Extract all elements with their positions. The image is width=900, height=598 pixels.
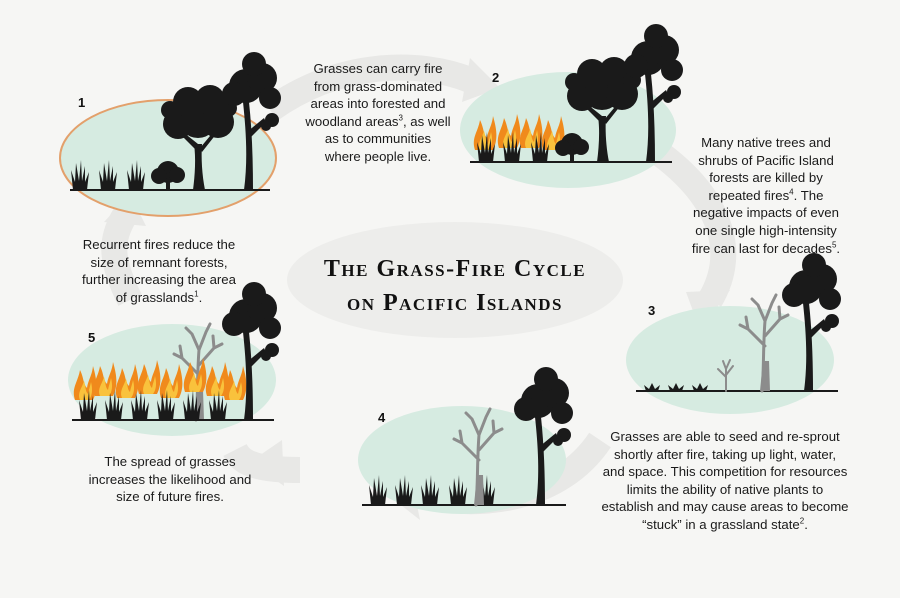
text-line: as to communities [324,131,432,147]
citation-superscript: 2 [799,516,805,526]
text-line: Many native trees and [701,135,831,150]
step-number-5: 5 [88,330,96,345]
text-line: size of future fires. [116,489,224,505]
title-line-1: The Grass-Fire Cycle [323,256,587,282]
title-backdrop [287,222,623,338]
step-number-3: 3 [648,303,656,318]
text-line: shrubs of Pacific Island [698,152,834,168]
scene-3 [626,253,841,414]
text-line: repeated fires4. The [668,187,864,205]
text-native-trees-killed: Many native trees and shrubs of Pacific … [668,134,864,257]
citation-superscript: 4 [789,187,794,197]
text-line: The spread of grasses [104,454,236,469]
text-fragment: , as well [402,113,451,129]
scene-5 [68,282,281,436]
text-line: from grass-dominated [313,78,443,94]
text-grasses-resprout: Grasses are able to seed and re-sprout s… [590,428,860,534]
text-line: further increasing the area [82,272,236,288]
text-line: fire can last for decades5. [668,240,864,258]
step-number-4: 4 [378,410,386,425]
text-line: increases the likelihood and [88,471,252,487]
text-line: one single high-intensity [695,222,837,238]
text-line: Recurrent fires reduce the [82,237,236,252]
text-fragment: fire can last for decades [691,240,832,256]
text-fragment: repeated fires [708,187,790,203]
step-number-1: 1 [78,95,86,110]
scene-1 [59,52,281,217]
text-grasses-carry-fire: Grasses can carry fire from grass-domina… [290,60,466,166]
text-line: where people live. [324,148,432,164]
text-line: negative impacts of even [693,205,839,221]
text-line: Grasses are able to seed and re-sprout [610,429,840,444]
citation-superscript: 5 [831,240,837,250]
text-line: woodland areas3, as well [290,113,466,131]
text-recurrent-fires: Recurrent fires reduce the size of remna… [62,236,256,306]
text-line: limits the ability of native plants to [626,481,824,497]
text-line: shortly after fire, taking up light, wat… [613,446,837,462]
diagram-title: The Grass-Fire Cycle on Pacific Islands [280,252,630,320]
text-line: size of remnant forests, [90,254,228,270]
scene-4 [358,367,573,514]
text-fragment: . [836,240,841,256]
title-line-2: on Pacific Islands [346,290,564,316]
scene-2 [460,24,683,188]
text-line: and space. This competition for resource… [602,464,848,480]
step-number-2: 2 [492,70,500,85]
citation-superscript: 3 [398,113,403,123]
text-line: establish and may cause areas to become [601,499,849,515]
text-line: forests are killed by [709,170,823,186]
text-fragment: of grasslands [115,289,195,305]
text-line: Grasses can carry fire [313,61,443,76]
text-line: areas into forested and [310,96,446,112]
text-fragment: . The [793,187,824,203]
text-fragment: . [804,516,808,532]
text-fragment: “stuck” in a grassland state [642,516,800,532]
text-spread-of-grasses: The spread of grasses increases the like… [70,453,270,506]
text-line: “stuck” in a grassland state2. [590,516,860,534]
text-fragment: woodland areas [305,113,399,129]
text-line: of grasslands1. [62,289,256,307]
citation-superscript: 1 [194,289,199,299]
text-fragment: . [198,289,203,305]
